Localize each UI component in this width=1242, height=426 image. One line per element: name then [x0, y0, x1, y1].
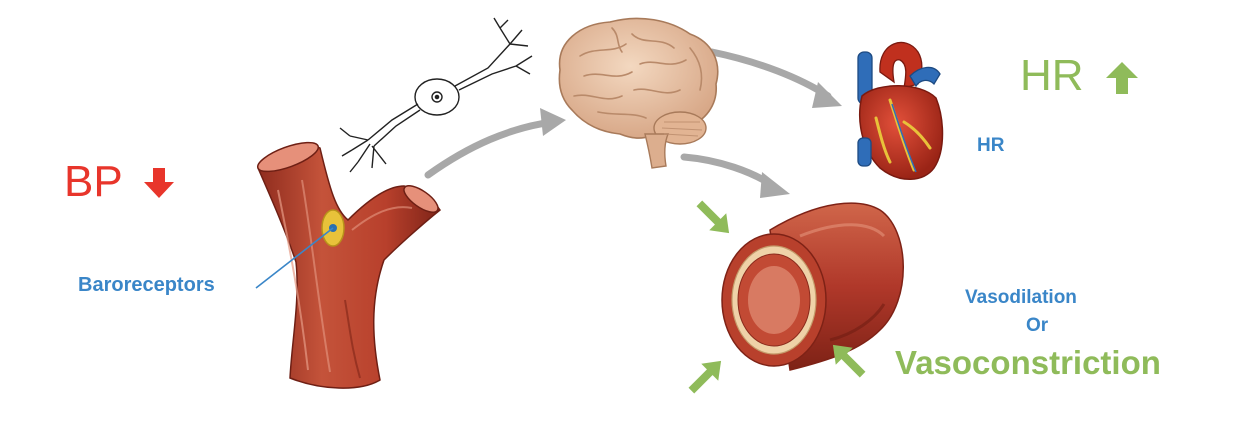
arrow-brain-to-heart-head — [812, 82, 842, 108]
arrow-vessel-to-brain — [424, 118, 556, 179]
baroreceptor-leader-line — [255, 227, 334, 289]
flow-arrows — [424, 48, 842, 198]
arrow-brain-to-vessel-head — [760, 172, 790, 198]
or-label: Or — [1026, 315, 1049, 336]
heart-illustration — [857, 41, 944, 180]
vessel-tube-illustration — [721, 202, 904, 371]
neuron-illustration — [339, 17, 533, 173]
arrow-brain-to-heart — [708, 48, 832, 100]
arrow-down-icon — [144, 168, 174, 198]
arrow-green-bottom — [688, 360, 722, 394]
bp-label: BP — [64, 157, 123, 206]
arrow-up-icon — [1106, 62, 1138, 94]
arrow-green-right — [832, 344, 866, 378]
constriction-arrows — [688, 200, 866, 394]
artery-illustration — [255, 141, 442, 389]
arrow-green-top — [696, 200, 730, 234]
brain-illustration — [558, 17, 719, 169]
hr-heart-label: HR — [977, 135, 1005, 156]
vasoconstriction-label: Vasoconstriction — [895, 344, 1161, 381]
vasodilation-label: Vasodilation — [965, 287, 1077, 308]
baroreceptors-label: Baroreceptors — [78, 274, 215, 296]
arrow-vessel-to-brain-head — [540, 108, 566, 136]
hr-main-label: HR — [1020, 51, 1084, 100]
arrow-brain-to-vessel — [680, 153, 776, 189]
